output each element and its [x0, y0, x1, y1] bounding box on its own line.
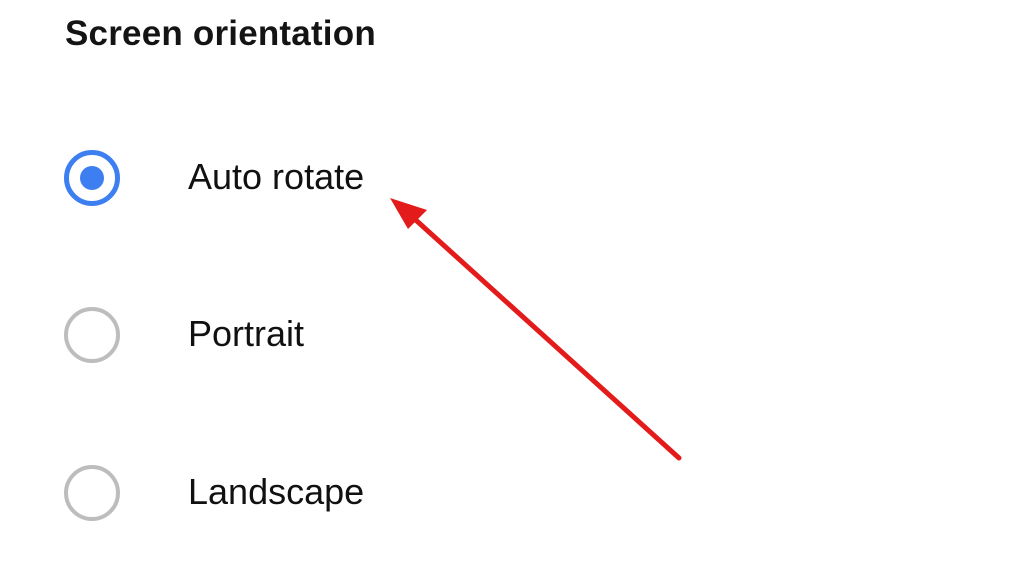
option-label-landscape: Landscape — [188, 471, 365, 512]
radio-button-selected-icon[interactable] — [64, 150, 120, 206]
dialog-title: Screen orientation — [65, 14, 376, 53]
radio-dot-icon — [80, 166, 104, 190]
radio-button-unselected-icon[interactable] — [64, 307, 120, 363]
option-label-auto-rotate: Auto rotate — [188, 156, 365, 197]
option-portrait[interactable]: Portrait — [40, 280, 600, 390]
option-landscape[interactable]: Landscape — [40, 438, 600, 548]
radio-button-unselected-icon[interactable] — [64, 465, 120, 521]
option-auto-rotate[interactable]: Auto rotate — [40, 123, 600, 233]
option-label-portrait: Portrait — [188, 313, 305, 354]
